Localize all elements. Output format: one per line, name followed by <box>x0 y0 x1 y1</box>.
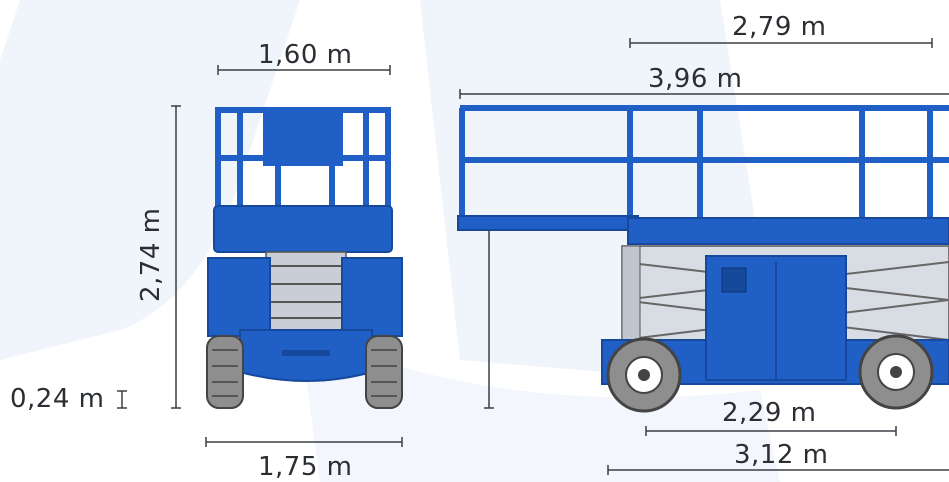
front-right-tire <box>365 335 403 409</box>
side-overall-length-label: 3,12 m <box>734 440 829 470</box>
side-extension-deck <box>457 215 639 231</box>
front-left-tire <box>206 335 244 409</box>
front-left-tray <box>207 257 271 337</box>
front-grille <box>282 350 330 356</box>
front-stowed-height-label: 2,74 m <box>136 207 166 302</box>
front-view <box>206 107 403 409</box>
side-extension-deck-label: 2,79 m <box>732 12 827 42</box>
side-front-wheel <box>858 334 934 410</box>
front-platform-deck <box>213 205 393 253</box>
front-platform-width-label: 1,60 m <box>258 40 353 70</box>
side-view <box>457 105 949 413</box>
side-wheelbase-label: 2,29 m <box>722 398 817 428</box>
side-control-panel <box>721 267 747 293</box>
front-overall-width-label: 1,75 m <box>258 452 353 482</box>
front-ground-clearance-label: 0,24 m <box>10 384 105 414</box>
side-platform-length-label: 3,96 m <box>648 64 743 94</box>
front-scissor-stack <box>265 251 347 331</box>
dimension-lines <box>117 38 949 475</box>
background-watermark <box>0 0 780 482</box>
side-platform-deck <box>627 217 949 245</box>
side-rear-wheel <box>606 337 682 413</box>
front-right-tray <box>341 257 403 337</box>
front-gate-panel <box>263 110 343 166</box>
